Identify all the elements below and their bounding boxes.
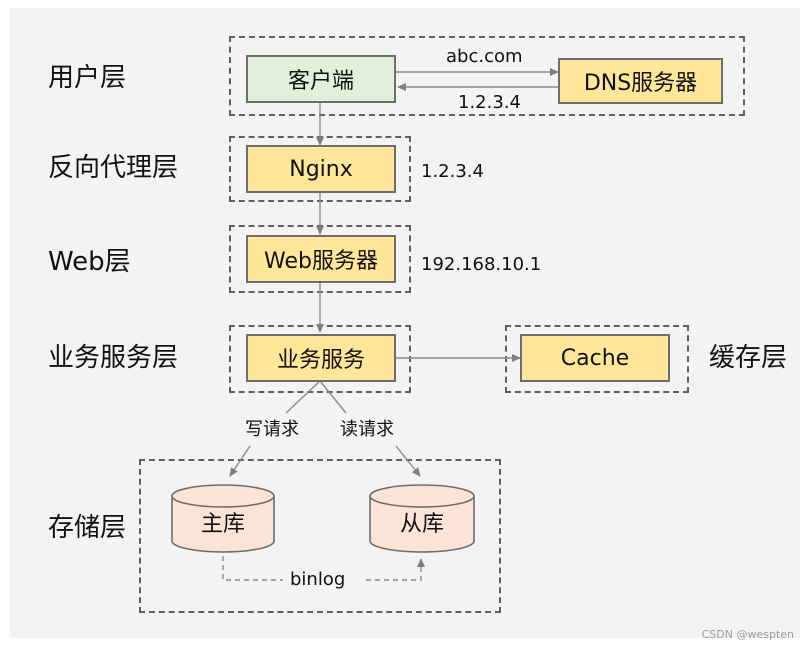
write-request-label: 写请求 bbox=[245, 419, 299, 440]
layer-label-cache: 缓存层 bbox=[709, 343, 788, 373]
cache-layer-frame bbox=[505, 325, 689, 393]
layer-label-service: 业务服务层 bbox=[48, 343, 179, 373]
slave-db bbox=[369, 484, 475, 553]
cache-node: Cache bbox=[520, 334, 670, 382]
dns-server-node: DNS服务器 bbox=[558, 58, 723, 104]
layer-label-storage: 存储层 bbox=[48, 513, 127, 543]
web-server-node: Web服务器 bbox=[246, 235, 396, 283]
nginx-node: Nginx bbox=[246, 145, 396, 193]
dns-response-label: 1.2.3.4 bbox=[458, 92, 521, 113]
slave-db-label: 从库 bbox=[399, 512, 445, 537]
web-ip-label: 192.168.10.1 bbox=[421, 254, 542, 275]
layer-label-user: 用户层 bbox=[48, 63, 127, 93]
client-node: 客户端 bbox=[246, 55, 396, 103]
dns-request-label: abc.com bbox=[446, 46, 523, 67]
business-service-node: 业务服务 bbox=[246, 334, 396, 382]
write-arrow bbox=[285, 380, 321, 414]
master-db-label: 主库 bbox=[200, 512, 246, 537]
nginx-ip-label: 1.2.3.4 bbox=[421, 161, 484, 182]
binlog-label: binlog bbox=[284, 571, 352, 589]
read-request-label: 读请求 bbox=[340, 419, 394, 440]
master-db bbox=[171, 484, 275, 553]
watermark: CSDN @wespten bbox=[701, 628, 794, 641]
read-arrow bbox=[319, 380, 347, 414]
binlog-arrow bbox=[222, 556, 283, 581]
layer-label-proxy: 反向代理层 bbox=[48, 153, 179, 183]
storage-layer-frame bbox=[139, 459, 501, 613]
user-layer-frame bbox=[229, 36, 745, 116]
layer-label-web: Web层 bbox=[48, 247, 131, 277]
